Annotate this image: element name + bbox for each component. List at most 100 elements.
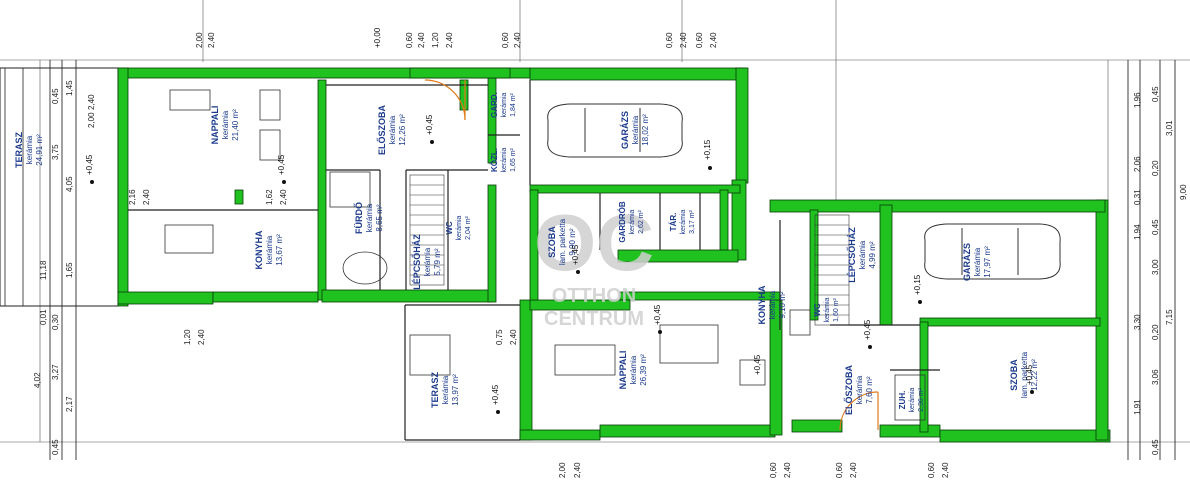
dim-label: 0,60 <box>769 462 778 478</box>
dim-label: 2,40 <box>783 462 792 478</box>
room-name: TÁR. <box>669 213 678 232</box>
car-left <box>547 103 683 158</box>
doors <box>424 79 879 431</box>
dim-label: 7,15 <box>1165 309 1174 325</box>
room-area: 17,97 m² <box>983 246 992 278</box>
level-label: +0,45 <box>571 244 580 265</box>
room-area: 5,79 m² <box>433 248 442 275</box>
dim-label: 2,06 <box>1133 156 1142 172</box>
room-area: 21,40 m² <box>231 109 240 141</box>
room-material: kerámia <box>629 209 636 234</box>
room-area: 18,02 m² <box>641 114 650 146</box>
level-dots <box>90 140 1034 414</box>
terrace-railing <box>4 67 24 307</box>
car-right <box>924 223 1061 280</box>
dim-label: 1,20 <box>183 329 192 345</box>
dim-label: 0,30 <box>51 314 60 330</box>
room-area: 1,84 m² <box>510 92 517 116</box>
room-material: kerámia <box>680 209 687 234</box>
dim-label: 0,20 <box>1151 160 1160 176</box>
dim-label: 2,40 <box>709 32 718 48</box>
room-area: 4,99 m² <box>868 241 877 268</box>
watermark-line1: OTTHON <box>552 285 636 307</box>
level-label: +0,45 <box>491 384 500 405</box>
room-name: KONYHA <box>757 285 767 325</box>
room-material: kerámia <box>973 247 982 276</box>
watermark-logo: OC <box>534 198 654 287</box>
room-name: GARDRÓB <box>618 201 627 243</box>
room-name: TERASZ <box>430 371 440 408</box>
room-name: WC <box>813 303 822 317</box>
room-material: kerámia <box>631 115 640 144</box>
dim-label: 0,45 <box>1151 219 1160 235</box>
dim-label: 0,45 <box>51 88 60 104</box>
dim-label: 0,60 <box>405 32 414 48</box>
level-label: +0,45 <box>1025 364 1034 385</box>
level-label: +0,45 <box>653 304 662 325</box>
dim-label: 2,17 <box>65 396 74 412</box>
dim-label: 3,00 <box>1151 259 1160 275</box>
room-material: kerámia <box>441 375 450 404</box>
dim-label: 2,40 <box>849 462 858 478</box>
room-name: KÖZL. <box>490 148 499 172</box>
room-name: GARÁZS <box>620 111 630 149</box>
room-material: kerámia <box>221 110 230 139</box>
dim-label: 0,31 <box>1133 189 1142 205</box>
dim-label: 2,40 <box>207 32 216 48</box>
dim-label: 4,05 <box>65 176 74 192</box>
room-name: GARÁZS <box>962 243 972 281</box>
room-material: lam. parketta <box>558 218 567 265</box>
room-material: kerámia <box>858 240 867 269</box>
level-label: +0,45 <box>863 319 872 340</box>
room-material: kerámia <box>25 135 34 164</box>
level-label: +0,15 <box>913 274 922 295</box>
dim-label: 2,40 <box>279 189 288 205</box>
dimensions-right: 1,96 0,45 3,01 2,06 0,20 0,31 1,94 0,45 … <box>1133 86 1188 455</box>
dim-label: 0,60 <box>927 462 936 478</box>
dim-label: 2,40 <box>445 32 454 48</box>
room-material: kerámia <box>501 147 508 172</box>
room-name: KONYHA <box>254 230 264 270</box>
furniture <box>164 89 926 421</box>
room-material: kerámia <box>423 247 432 276</box>
dim-label: 2,40 <box>142 189 151 205</box>
dimension-ticks <box>49 60 1176 460</box>
dim-label: 1,20 <box>431 32 440 48</box>
dim-label: 2,40 <box>573 462 582 478</box>
room-area: 1,65 m² <box>510 147 517 171</box>
dim-label: 2,40 <box>87 94 96 110</box>
dim-label: 0,60 <box>835 462 844 478</box>
dim-label: 2,40 <box>417 32 426 48</box>
room-name: TERASZ <box>14 131 24 168</box>
room-material: kerámia <box>456 215 463 240</box>
level-label: +0,15 <box>703 139 712 160</box>
inner-walls <box>128 80 940 441</box>
house-left-walls <box>117 67 1111 443</box>
room-name: SZOBA <box>1009 359 1019 391</box>
room-material: kerámia <box>265 235 274 264</box>
dimensions-bottom: 1,20 2,40 0,75 2,40 2,00 2,40 0,60 2,40 … <box>183 329 950 478</box>
room-name: GARD. <box>490 92 499 118</box>
dim-label: 2,40 <box>509 329 518 345</box>
dim-label: 0,75 <box>495 329 504 345</box>
dim-label: 1,91 <box>1133 399 1142 415</box>
dim-label: 9,00 <box>1179 184 1188 200</box>
room-material: lam. parketta <box>1020 351 1029 398</box>
room-name: WC <box>445 221 454 235</box>
level-label: +0,45 <box>85 154 94 175</box>
dim-label: 3,06 <box>1151 369 1160 385</box>
dim-label: 0,45 <box>1151 439 1160 455</box>
room-area: 12,26 m² <box>398 114 407 146</box>
level-label: +0,45 <box>425 114 434 135</box>
staircase-left <box>409 174 445 286</box>
dim-label: 0,20 <box>1151 324 1160 340</box>
dim-label: 3,27 <box>51 364 60 380</box>
dim-label: 2,00 <box>558 462 567 478</box>
room-material: kerámia <box>909 387 916 412</box>
room-area: 1,60 m² <box>833 297 840 321</box>
dim-label: 0,45 <box>51 439 60 455</box>
dim-label: 1,94 <box>1133 224 1142 240</box>
dim-label: 0,45 <box>1151 86 1160 102</box>
